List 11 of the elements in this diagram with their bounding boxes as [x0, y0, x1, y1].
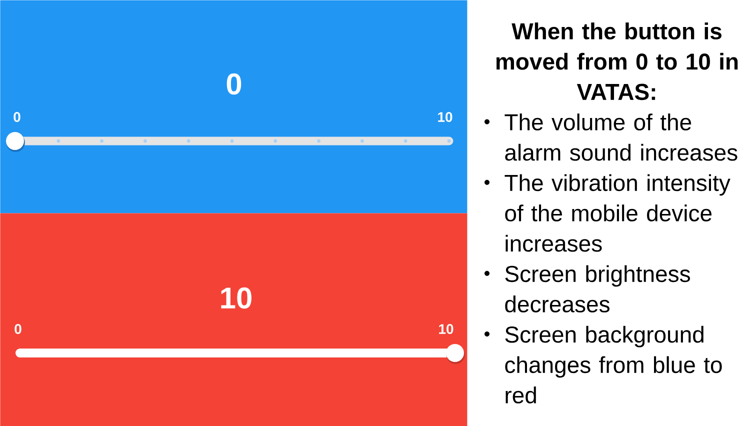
list-item: The vibration intensity of the mobile device increases [504, 174, 730, 252]
scale-label: 0 [14, 324, 22, 334]
list-item: Screen brightness decreases [505, 265, 690, 312]
value-number: 10 [221, 287, 252, 309]
scale-label: 10 [438, 112, 452, 122]
list-item: Screen background changes from blue to red [505, 326, 722, 404]
list-item: The volume of the alarm sound increases [504, 114, 738, 161]
scale-label: 0 [14, 112, 20, 122]
value-number: 0 [226, 73, 242, 95]
heading: When the button is moved from 0 to 10 in VATAS: [496, 22, 738, 100]
scale-label: 10 [439, 324, 454, 334]
